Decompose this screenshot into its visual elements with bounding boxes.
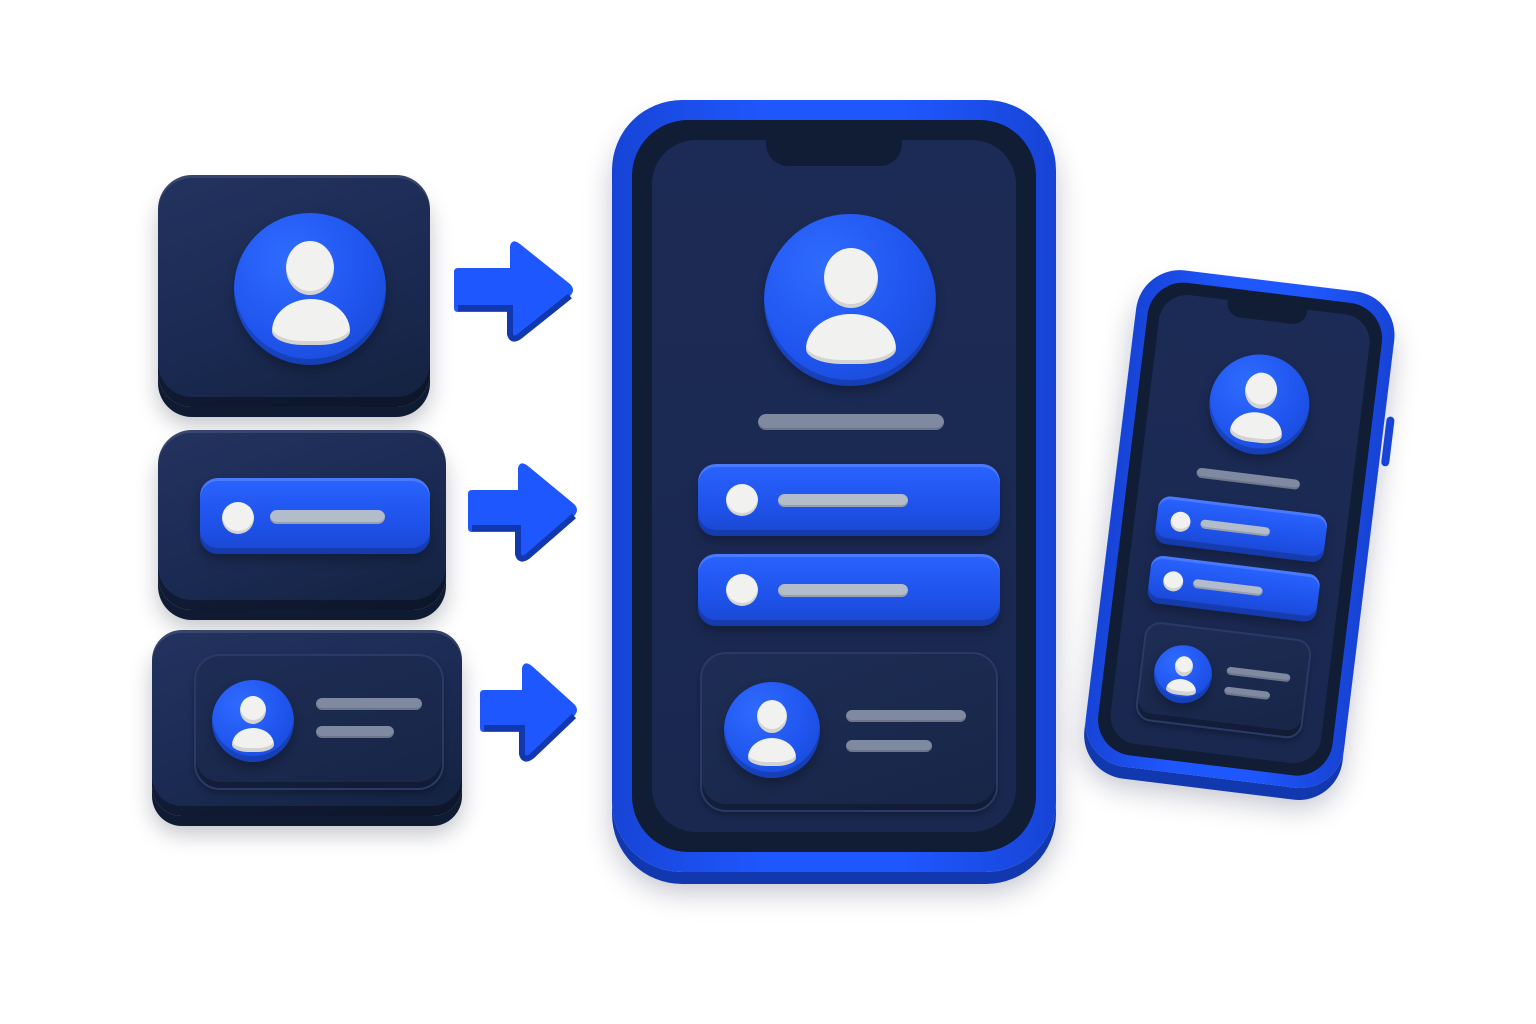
arrow-right-icon bbox=[454, 241, 573, 342]
profile-card bbox=[700, 652, 998, 812]
arrow-right-icon bbox=[468, 463, 577, 562]
list-item bbox=[698, 554, 1000, 626]
profile-card-icon bbox=[194, 654, 444, 790]
phone-notch bbox=[1225, 297, 1308, 326]
smartphone-large bbox=[612, 100, 1056, 872]
arrow-right-icon bbox=[480, 663, 577, 762]
name-placeholder-bar bbox=[758, 414, 944, 430]
user-avatar-icon bbox=[234, 213, 386, 365]
phone-notch bbox=[766, 138, 902, 166]
list-item bbox=[698, 464, 1000, 536]
list-item bbox=[1146, 554, 1322, 623]
phone-screen bbox=[1107, 291, 1373, 767]
list-item bbox=[1153, 495, 1329, 564]
user-avatar-icon bbox=[764, 214, 936, 386]
user-avatar-icon bbox=[1203, 348, 1316, 461]
list-item-component-tile bbox=[158, 430, 446, 610]
phone-screen bbox=[652, 138, 1016, 832]
profile-card-component-tile bbox=[152, 630, 462, 816]
profile-card bbox=[1134, 620, 1313, 741]
avatar-component-tile bbox=[158, 175, 430, 407]
list-row-icon bbox=[200, 478, 430, 554]
smartphone-small bbox=[1080, 265, 1415, 795]
